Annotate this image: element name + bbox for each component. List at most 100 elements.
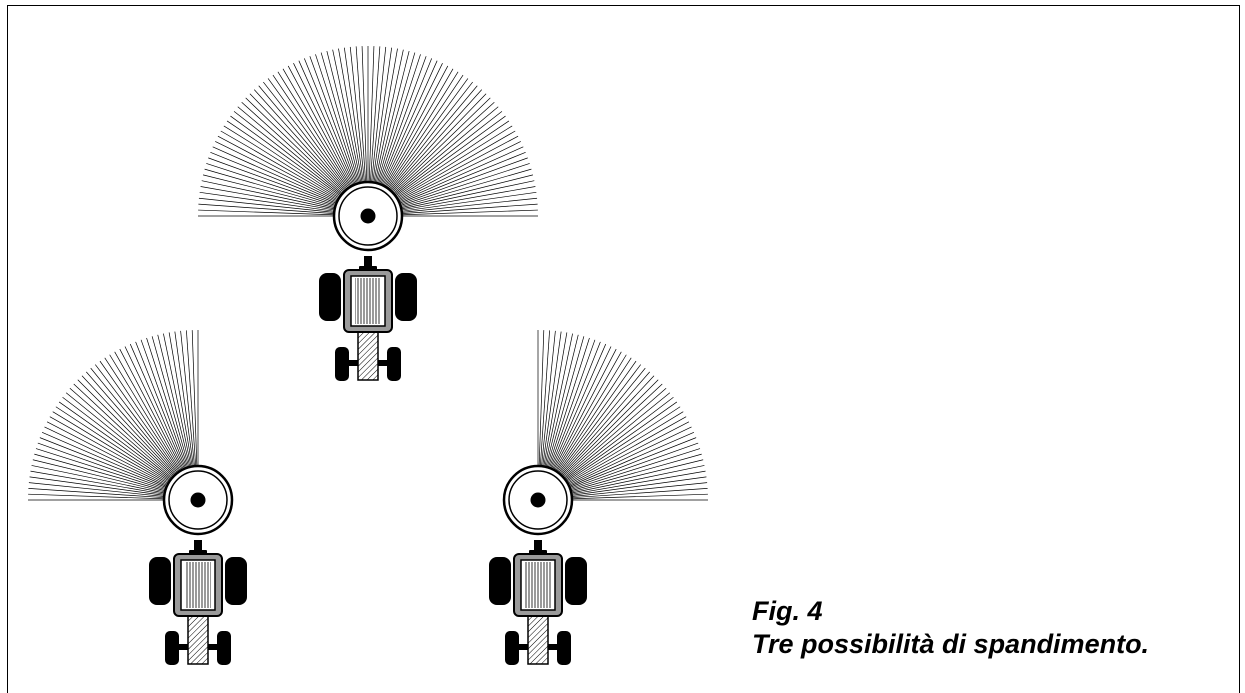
spread-ray <box>32 459 167 493</box>
spread-ray <box>267 78 350 191</box>
spread-ray <box>398 174 534 209</box>
spread-ray <box>540 330 556 469</box>
spread-ray <box>548 339 596 470</box>
spread-ray <box>315 54 359 186</box>
spread-ray <box>201 180 337 210</box>
spread-ray <box>546 336 585 470</box>
spread-ray <box>309 56 358 187</box>
front-wheel-right <box>217 631 231 665</box>
spread-ray <box>31 465 167 494</box>
spread-ray <box>557 367 646 476</box>
spread-ray <box>569 476 707 496</box>
spread-ray <box>41 431 169 488</box>
spread-ray <box>382 65 449 188</box>
spread-ray <box>199 191 337 212</box>
spread-ray <box>86 371 178 477</box>
spread-ray <box>303 58 357 187</box>
spread-ray <box>55 406 172 483</box>
spread-ray <box>368 46 375 185</box>
spread-ray <box>226 120 342 199</box>
spread-ray <box>180 330 196 469</box>
spread-ray <box>35 448 168 491</box>
spread-ray <box>389 89 483 193</box>
spread-ray <box>559 375 655 477</box>
spread-ray <box>104 357 181 474</box>
spread-ray <box>332 49 362 185</box>
front-axle-left <box>179 644 188 650</box>
spread-ray <box>398 168 532 208</box>
front-axle-right <box>548 644 557 650</box>
spread-ray <box>569 470 706 495</box>
spread-ray <box>29 476 167 496</box>
spread-ray <box>389 93 487 194</box>
spread-ray <box>217 135 340 202</box>
cabin-ribs <box>525 562 551 608</box>
front-wheel-left <box>505 631 519 665</box>
spread-ray <box>397 146 524 204</box>
spread-fan <box>28 330 199 501</box>
cabin-ribs <box>185 562 211 608</box>
spread-ray <box>376 52 416 186</box>
spread-ray <box>258 85 348 192</box>
spread-ray <box>99 360 180 475</box>
spread-ray <box>277 71 352 190</box>
spread-ray <box>399 209 538 216</box>
spread-ray <box>287 65 354 188</box>
figure-caption: Fig. 4 Tre possibilità di spandimento. <box>752 595 1149 661</box>
spread-ray <box>77 379 176 478</box>
spread-ray <box>65 392 174 481</box>
spread-ray <box>568 442 699 490</box>
rear-wheel-left <box>149 557 171 605</box>
spread-ray <box>338 48 363 185</box>
spread-ray <box>397 157 528 206</box>
front-axle-left <box>519 644 528 650</box>
spread-ray <box>135 341 187 471</box>
spread-ray <box>206 163 338 207</box>
spreader-left-quarter-fan <box>28 330 247 665</box>
tractor-hood <box>357 331 379 381</box>
spread-ray <box>386 78 469 191</box>
spread-ray <box>81 375 177 477</box>
spread-ray <box>561 388 667 480</box>
rear-wheel-right <box>565 557 587 605</box>
spread-ray <box>558 371 650 477</box>
rear-wheel-left <box>489 557 511 605</box>
spread-ray <box>168 332 193 469</box>
spread-ray <box>569 465 705 494</box>
spread-ray <box>198 209 337 216</box>
spread-ray <box>569 459 704 493</box>
spread-ray <box>69 388 175 480</box>
spreader-disc <box>502 464 574 536</box>
spread-ray <box>30 470 167 495</box>
spread-ray <box>220 130 341 201</box>
spread-ray <box>399 186 536 211</box>
spread-ray <box>539 330 550 469</box>
spread-ray <box>551 346 612 472</box>
spread-ray <box>563 397 674 481</box>
spread-ray <box>249 93 347 194</box>
spread-ray <box>393 115 506 198</box>
disc-inner-ring <box>168 470 228 530</box>
spread-ray <box>569 493 708 500</box>
spread-ray <box>566 421 690 486</box>
pto-shaft <box>534 540 542 552</box>
spread-ray <box>198 197 337 214</box>
spread-ray <box>39 437 169 489</box>
tractor-icon <box>489 540 587 665</box>
spread-ray <box>388 85 478 192</box>
front-wheel-right <box>387 347 401 381</box>
spreader-center-full-fan <box>198 46 538 381</box>
spread-ray <box>58 401 173 482</box>
spread-ray <box>119 348 184 472</box>
spread-ray <box>90 367 179 476</box>
spread-ray <box>375 50 410 186</box>
spread-ray <box>212 146 339 204</box>
figure-frame <box>7 5 1240 693</box>
spread-ray <box>394 120 510 199</box>
spread-fan <box>537 330 708 501</box>
spread-ray <box>552 348 617 472</box>
spread-ray <box>191 330 198 469</box>
rear-wheel-right <box>395 273 417 321</box>
spread-ray <box>379 58 433 187</box>
